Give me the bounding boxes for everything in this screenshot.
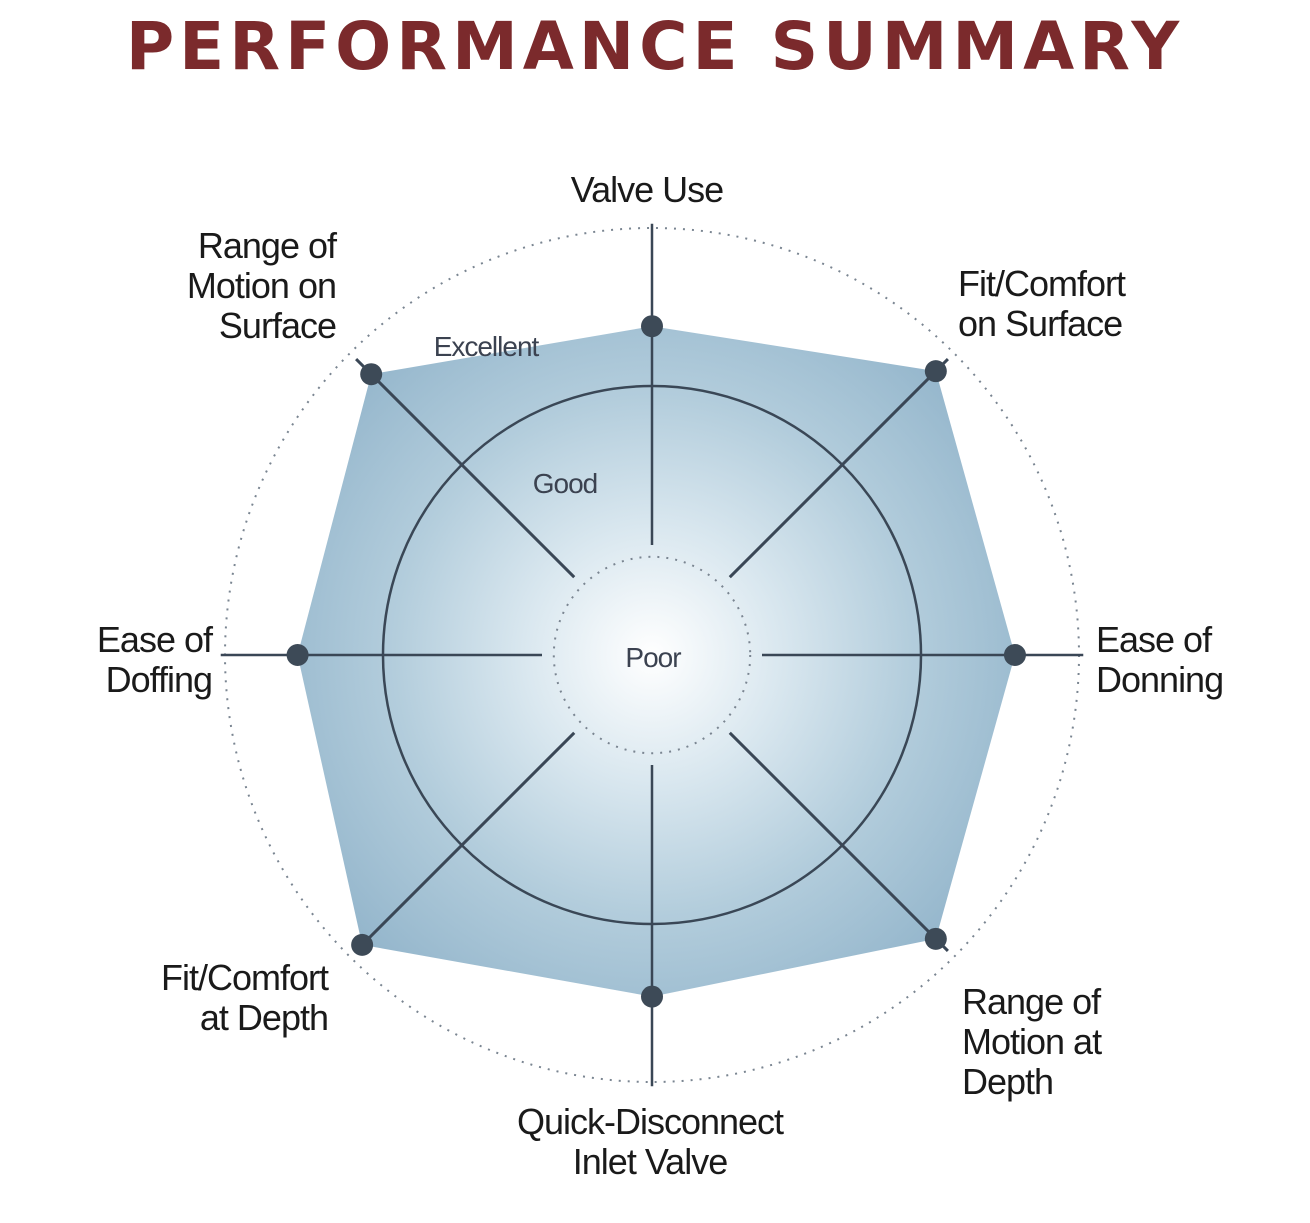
axis-label-line: Range of bbox=[962, 981, 1102, 1022]
axis-label-line: Fit/Comfort bbox=[958, 263, 1126, 304]
data-point bbox=[924, 927, 947, 950]
axis-label-line: Fit/Comfort bbox=[161, 957, 329, 998]
data-point bbox=[286, 644, 309, 666]
axis-label-line: Range of bbox=[198, 225, 338, 266]
axis-line bbox=[728, 358, 949, 579]
axis-line bbox=[355, 731, 576, 952]
axis-label-line: Surface bbox=[219, 305, 336, 346]
axis-label-line: on Surface bbox=[958, 303, 1122, 344]
axis-label: Valve Use bbox=[571, 169, 723, 210]
ring-label: Good bbox=[533, 468, 598, 499]
axis-label-line: Valve Use bbox=[571, 169, 723, 210]
data-point bbox=[351, 933, 374, 956]
data-point bbox=[924, 360, 947, 383]
axis-label-line: Ease of bbox=[97, 619, 214, 660]
axis-label-line: Doffing bbox=[106, 659, 212, 700]
axis-line bbox=[355, 358, 576, 579]
axis-label-line: Quick-Disconnect bbox=[517, 1101, 784, 1142]
axis-label-line: Donning bbox=[1096, 659, 1223, 700]
data-point bbox=[641, 315, 663, 338]
chart-title: PERFORMANCE SUMMARY bbox=[125, 8, 1185, 85]
axis-label-line: Inlet Valve bbox=[573, 1141, 727, 1182]
axis-label-line: Motion at bbox=[962, 1021, 1102, 1062]
axis-label-line: at Depth bbox=[200, 997, 328, 1038]
axis-label-line: Motion on bbox=[187, 265, 336, 306]
axis-line bbox=[728, 731, 949, 952]
axis-label-line: Depth bbox=[962, 1061, 1053, 1102]
data-point bbox=[1003, 644, 1026, 666]
ring-label: Excellent bbox=[434, 331, 540, 362]
ring-poor bbox=[552, 555, 752, 755]
data-point bbox=[641, 985, 663, 1008]
axis-label-line: Ease of bbox=[1096, 619, 1213, 660]
data-point bbox=[360, 363, 383, 386]
ring-label: Poor bbox=[625, 642, 681, 673]
